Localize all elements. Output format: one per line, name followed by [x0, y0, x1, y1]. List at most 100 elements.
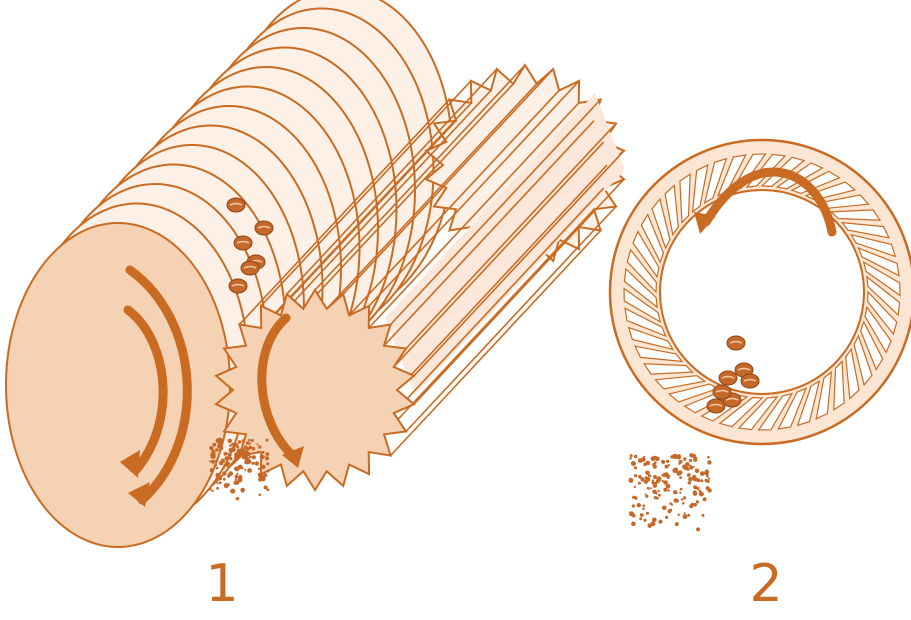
ground-particle	[668, 489, 670, 491]
coffee-bean	[229, 279, 247, 293]
ground-particle	[646, 512, 649, 515]
ground-particle	[629, 511, 634, 516]
ground-particle	[690, 466, 694, 470]
ground-particle	[630, 454, 633, 457]
ground-particle	[671, 503, 673, 505]
ground-particle	[707, 456, 710, 459]
ground-particle	[258, 468, 260, 470]
ground-particle	[652, 479, 654, 481]
ground-particle	[703, 497, 707, 501]
ground-particle	[209, 488, 212, 491]
ground-particle	[638, 458, 643, 463]
ground-particle	[645, 471, 650, 476]
ground-particle	[634, 496, 637, 499]
ground-particle	[667, 509, 671, 513]
ground-particle	[251, 462, 254, 465]
ground-particle	[259, 478, 263, 482]
ground-particle	[631, 461, 636, 466]
ground-particle	[228, 439, 232, 443]
ground-particle	[260, 455, 265, 460]
ground-particle	[223, 452, 227, 456]
ground-particle	[236, 473, 238, 475]
ground-particle	[675, 492, 677, 494]
ground-particle	[653, 484, 657, 488]
ground-particle	[262, 451, 265, 454]
coffee-bean	[241, 261, 259, 275]
ground-particle	[228, 471, 233, 476]
coffee-bean	[741, 374, 759, 388]
panel-roller-mill	[6, 0, 625, 547]
ground-particle	[706, 480, 709, 483]
ground-particle	[650, 487, 652, 489]
ground-particle	[665, 465, 669, 469]
ground-particle	[240, 466, 243, 469]
ground-particle	[699, 490, 702, 493]
ground-particle	[696, 500, 699, 503]
ground-particle	[261, 465, 265, 469]
ground-particle	[653, 456, 657, 460]
ground-particle	[234, 452, 239, 457]
ground-particle	[657, 490, 659, 492]
ground-particle	[631, 522, 636, 527]
ground-particle	[266, 453, 269, 456]
ground-particle	[257, 451, 260, 454]
ground-particle	[225, 456, 229, 460]
ground-particle	[637, 503, 641, 507]
ground-particle	[688, 477, 692, 481]
ground-particle	[266, 439, 269, 442]
label-roller-mill: 1	[192, 556, 252, 612]
ground-particle	[687, 473, 691, 477]
ground-particle	[252, 447, 256, 451]
ground-particle	[643, 519, 646, 522]
ground-particle	[236, 446, 239, 449]
coffee-bean	[713, 385, 731, 399]
ground-particle	[246, 447, 250, 451]
ground-particle	[662, 506, 667, 511]
ground-particle	[222, 467, 224, 469]
ground-particle	[687, 514, 690, 517]
ground-particle	[251, 439, 254, 442]
ground-particle	[639, 517, 642, 520]
ground-particle	[699, 492, 704, 497]
ground-particle	[219, 481, 222, 484]
ground-particle	[645, 495, 648, 498]
ground-particle	[658, 520, 662, 524]
ground-particle	[688, 481, 691, 484]
ground-particle	[258, 445, 261, 448]
ground-particle	[211, 490, 213, 492]
ground-particle	[704, 471, 709, 476]
ground-particle	[643, 504, 646, 507]
ground-particle	[209, 460, 211, 462]
ground-particle	[652, 463, 656, 467]
ground-particle	[231, 443, 234, 446]
ground-particle	[248, 469, 252, 473]
ground-particle	[229, 444, 232, 447]
ring-slot	[644, 364, 693, 374]
ground-particle	[216, 467, 219, 470]
ground-particle	[223, 464, 226, 467]
panel-ring-mill	[610, 140, 911, 531]
ground-particle	[212, 443, 216, 447]
ground-particle	[702, 514, 705, 517]
ground-particle	[229, 457, 232, 460]
coffee-bean	[707, 399, 725, 413]
ground-particle	[242, 439, 245, 442]
ground-particle	[638, 482, 641, 485]
ground-particle	[230, 448, 233, 451]
ground-particle	[682, 465, 686, 469]
ground-particle	[215, 460, 218, 463]
ground-particle	[238, 475, 242, 479]
ground-particle	[222, 471, 226, 475]
ground-particle	[249, 455, 252, 458]
ground-particle	[681, 498, 683, 500]
ground-particle	[244, 469, 246, 471]
ground-particle	[228, 453, 232, 457]
ground-particle	[647, 487, 650, 490]
ground-particle	[236, 476, 238, 478]
ground-particle	[666, 460, 669, 463]
ground-particle	[217, 482, 219, 484]
ground-particle	[708, 478, 710, 480]
ground-particle	[632, 504, 635, 507]
ground-particle	[672, 455, 675, 458]
